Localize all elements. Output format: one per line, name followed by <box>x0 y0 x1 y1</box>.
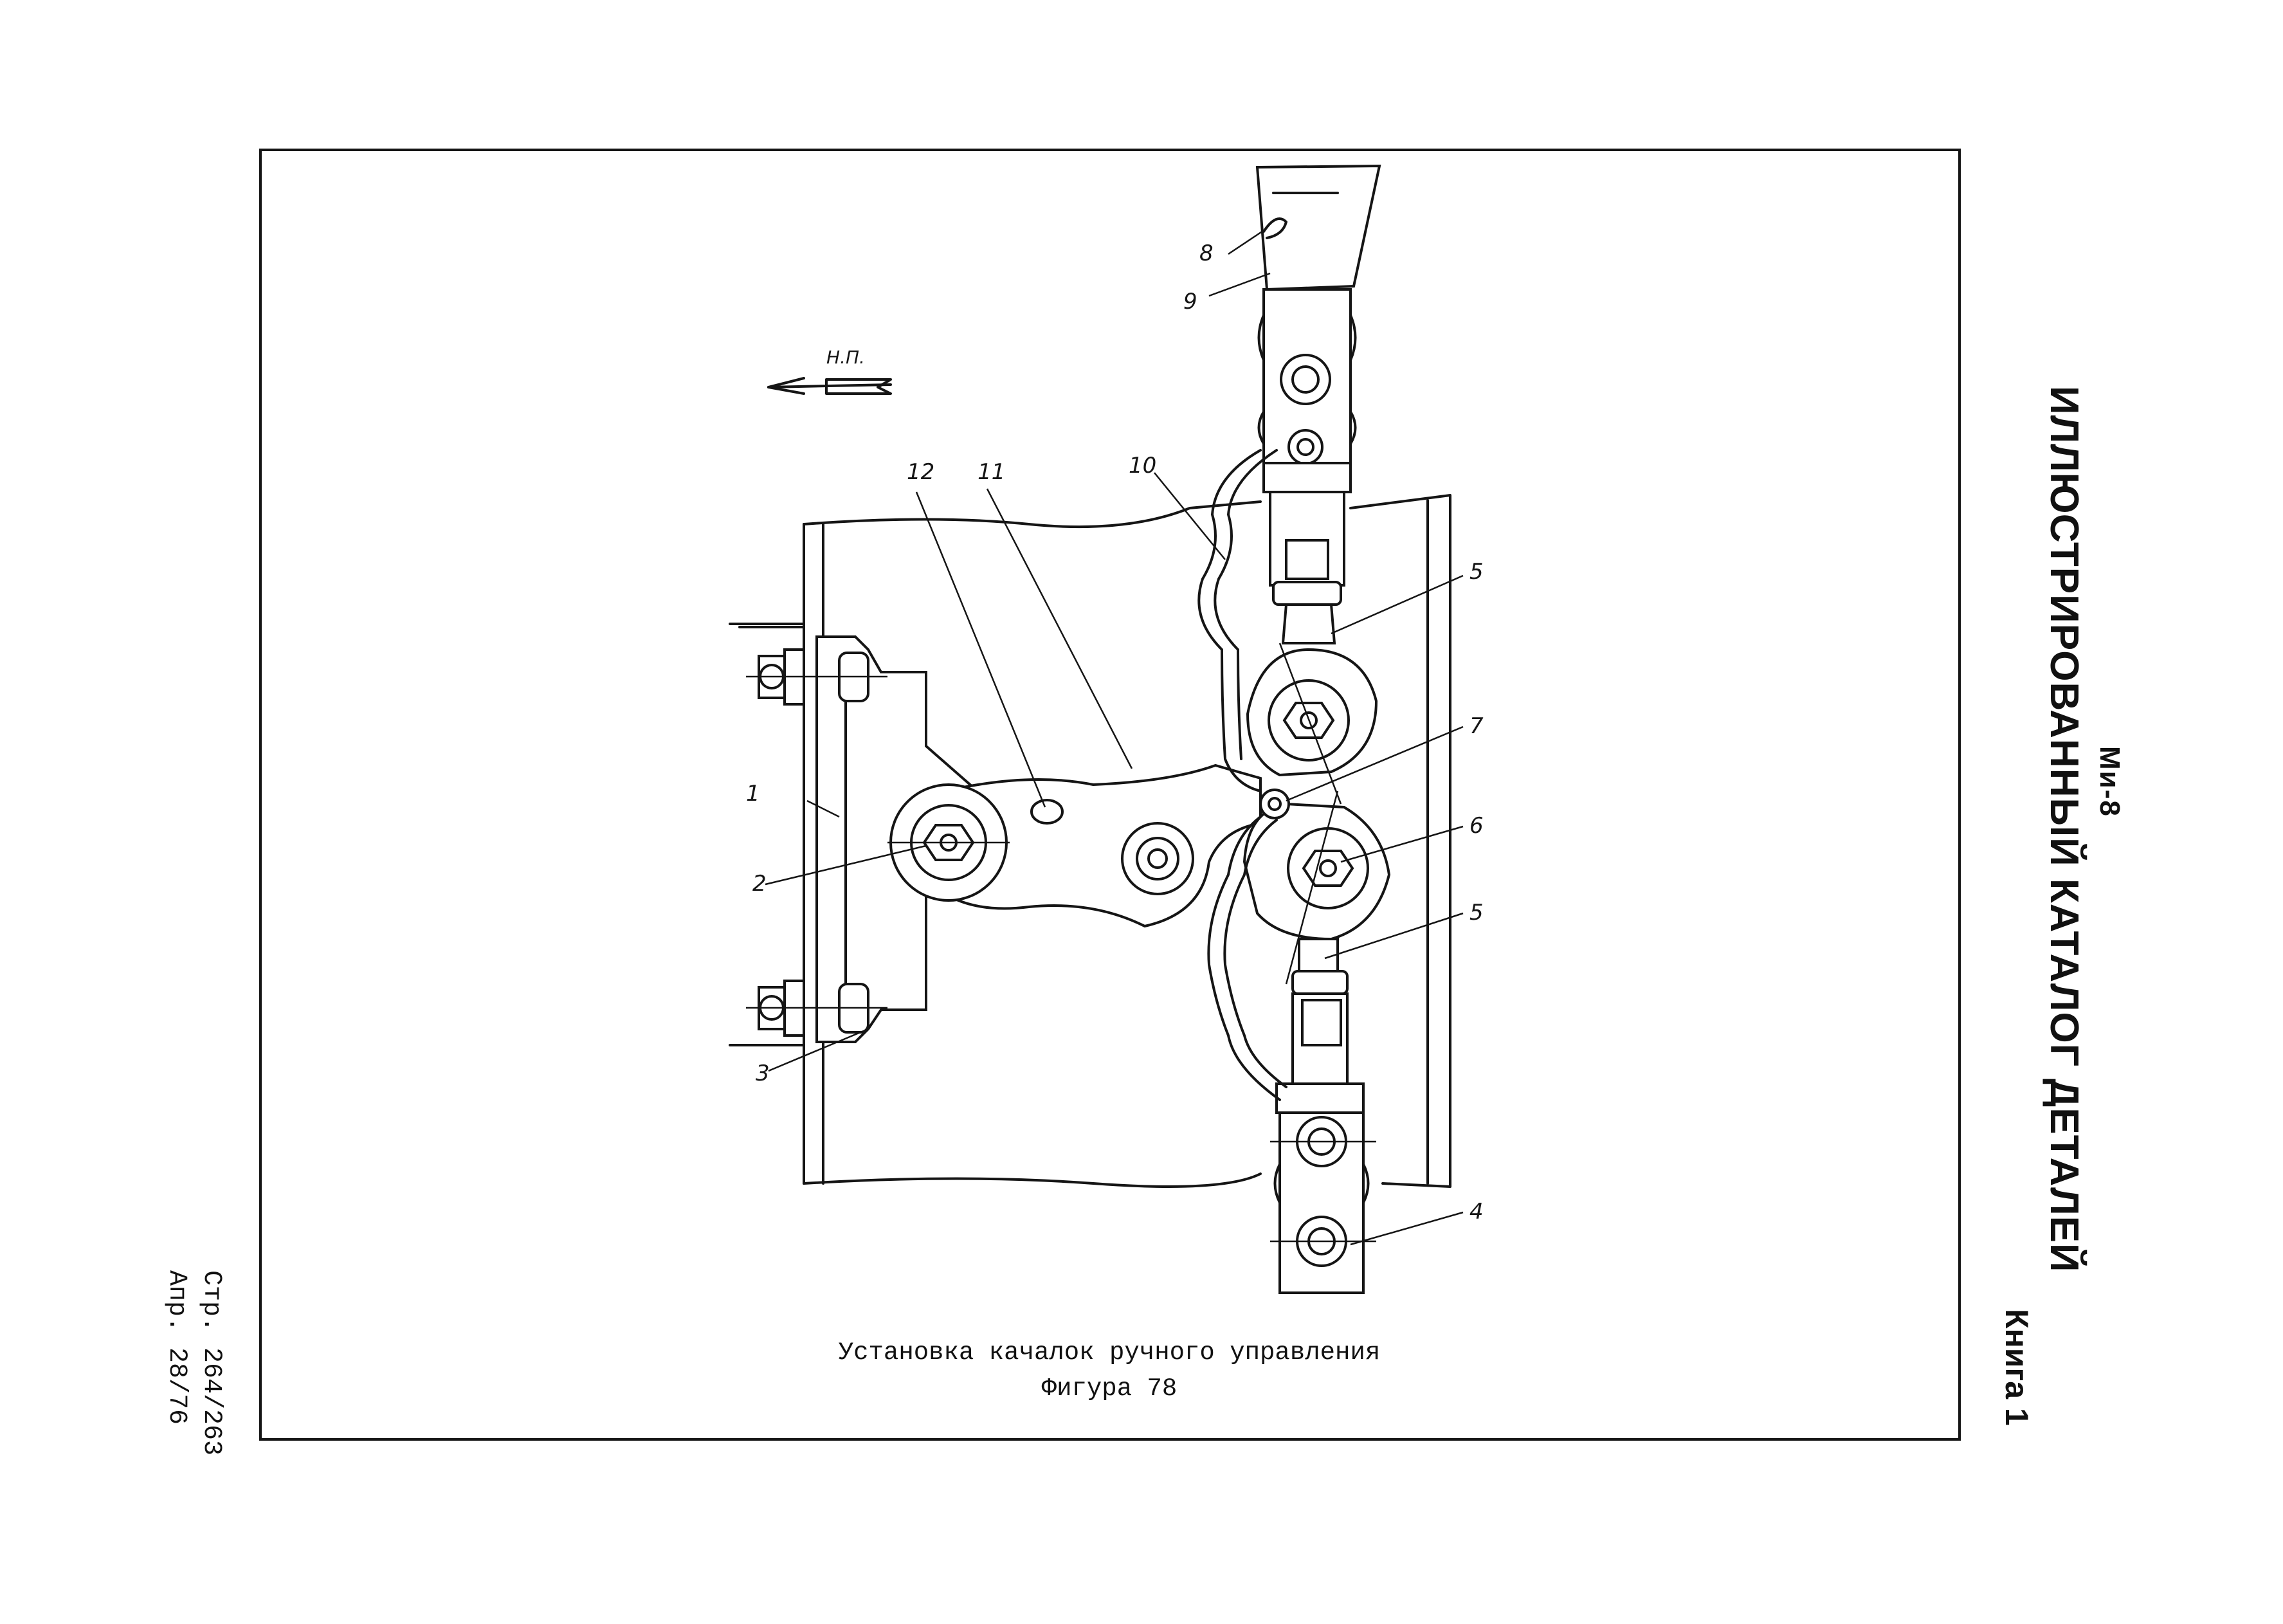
page-reference: Стр. 264/263 Апр. 28/76 <box>159 1270 228 1455</box>
callout-8: 8 <box>1199 241 1214 266</box>
page-number: Стр. 264/263 <box>197 1270 226 1456</box>
pivot-bolt-2 <box>887 783 1010 902</box>
leader-lines <box>765 227 1464 1246</box>
callout-6: 6 <box>1469 813 1484 839</box>
callout-3: 3 <box>756 1061 770 1086</box>
direction-label: Н.П. <box>826 347 865 368</box>
catalog-title: ИЛЛЮСТРИРОВАННЫЙ КАТАЛОГ ДЕТАЛЕЙ <box>2042 386 2086 1273</box>
bellcrank-lever-11 <box>944 763 1262 928</box>
lightening-hole-12 <box>1030 799 1064 825</box>
callout-7: 7 <box>1469 713 1484 739</box>
revision-date: Апр. 28/76 <box>162 1270 191 1425</box>
bracket-bolts <box>746 648 887 1037</box>
protective-cover-10 <box>1197 449 1290 1101</box>
caption-figure-number: Фигура 78 <box>1041 1374 1178 1403</box>
upper-lever-5 <box>1246 643 1378 805</box>
aircraft-model: Ми-8 <box>2094 746 2125 817</box>
callout-12: 12 <box>907 459 934 485</box>
caption-title: Установка качалок ручного управления <box>838 1338 1381 1367</box>
lower-rod-4 <box>1270 1082 1376 1294</box>
callout-5-upper: 5 <box>1469 559 1484 585</box>
callout-11: 11 <box>978 459 1005 485</box>
callout-1: 1 <box>746 781 760 807</box>
callout-4: 4 <box>1469 1199 1484 1225</box>
upper-rod-9 <box>1255 164 1381 644</box>
page-frame <box>259 149 1961 1441</box>
book-number: Книга 1 <box>1999 1309 2035 1426</box>
direction-arrow-icon <box>767 377 892 395</box>
callout-numbers: 1 2 3 4 5 5 6 7 8 9 10 11 12 <box>746 241 1484 1225</box>
figure-caption: Установка качалок ручного управления Фиг… <box>643 1335 1576 1407</box>
lower-lever-5 <box>1242 790 1391 1085</box>
callout-2: 2 <box>752 871 767 897</box>
callout-5-lower: 5 <box>1469 900 1484 926</box>
callout-10: 10 <box>1129 453 1156 479</box>
callout-9: 9 <box>1183 289 1197 315</box>
